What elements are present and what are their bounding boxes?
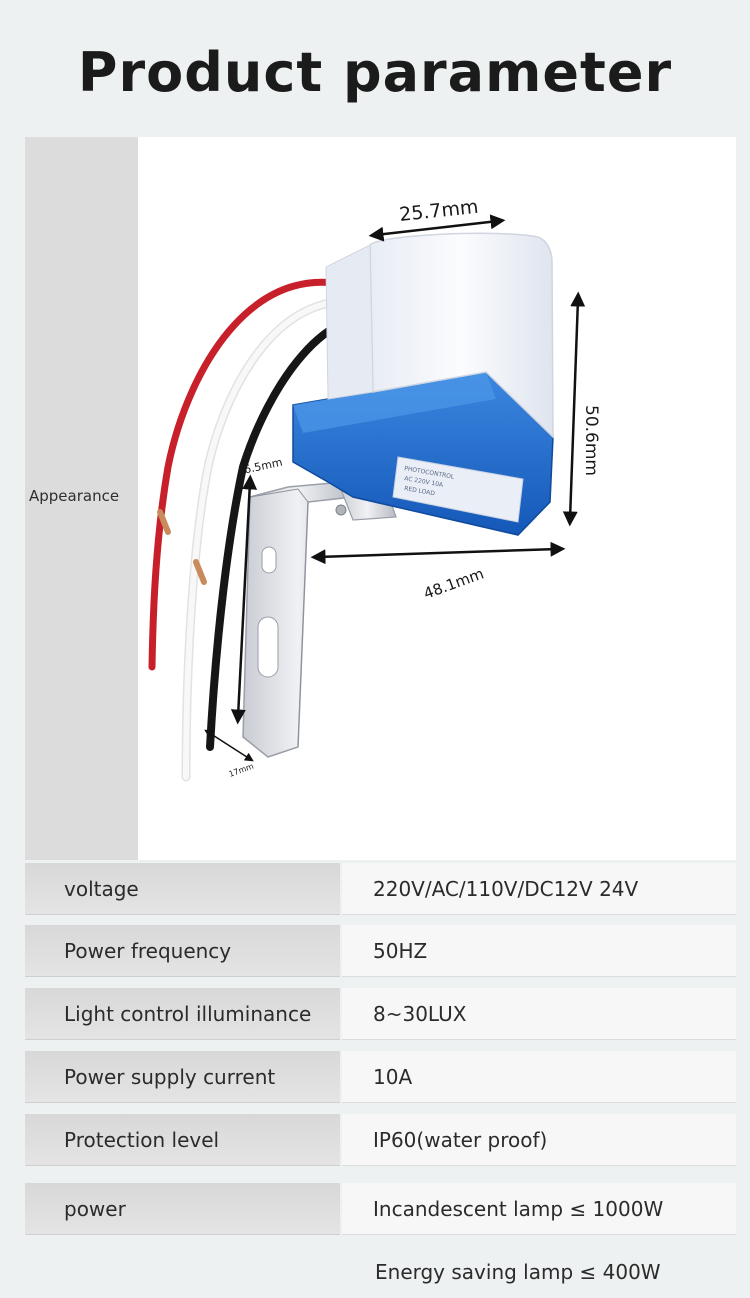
spec-value-light-control-illuminance: 8~30LUX (342, 988, 736, 1040)
dimension-top-width: 25.7mm (398, 196, 479, 226)
sensor-dome (325, 232, 554, 439)
spec-value-power: Incandescent lamp ≤ 1000W (342, 1183, 736, 1235)
spec-value-power-frequency: 50HZ (342, 925, 736, 977)
dimension-length: 48.1mm (421, 564, 486, 602)
dimension-height: 50.6mm (581, 405, 601, 476)
spec-value-power-energy-saving: Energy saving lamp ≤ 400W (375, 1260, 661, 1284)
appearance-label-cell (25, 137, 138, 860)
dimension-bracket-width: 17mm (228, 762, 255, 779)
spec-label-power-supply-current: Power supply current (25, 1051, 340, 1103)
spec-label-voltage: voltage (25, 863, 340, 915)
spec-value-voltage: 220V/AC/110V/DC12V 24V (342, 863, 736, 915)
blue-housing: PHOTOCONTROL AC 220V 10A RED LOAD (292, 371, 554, 536)
spec-label-power: power (25, 1183, 340, 1235)
dimension-lines (204, 214, 586, 762)
page-title: Product parameter (77, 41, 673, 104)
product-image: PHOTOCONTROL AC 220V 10A RED LOAD 25.7mm… (138, 137, 736, 860)
spec-label-power-frequency: Power frequency (25, 925, 340, 977)
spec-label-light-control-illuminance: Light control illuminance (25, 988, 340, 1040)
spec-value-power-supply-current: 10A (342, 1051, 736, 1103)
mounting-bracket (242, 478, 397, 758)
photocell-illustration: PHOTOCONTROL AC 220V 10A RED LOAD 25.7mm… (148, 196, 601, 782)
spec-value-protection-level: IP60(water proof) (342, 1114, 736, 1166)
appearance-label: Appearance (29, 487, 120, 505)
spec-label-protection-level: Protection level (25, 1114, 340, 1166)
